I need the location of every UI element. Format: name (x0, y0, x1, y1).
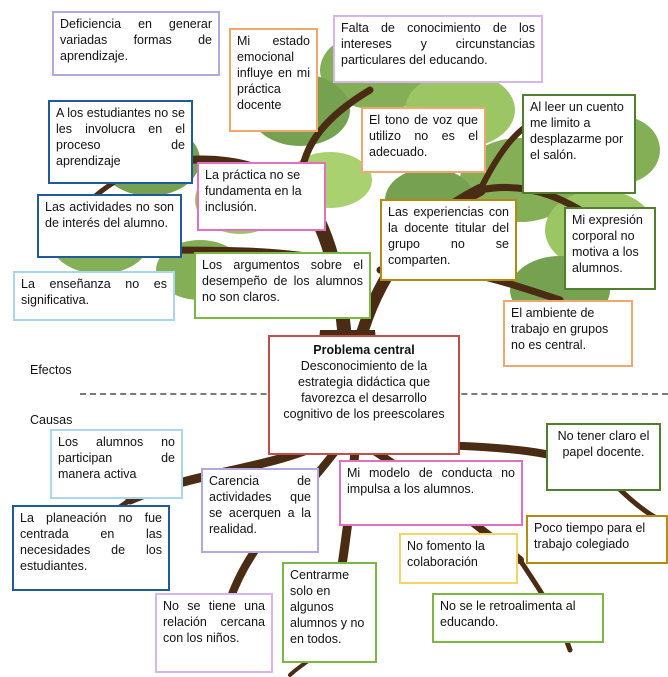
effect-box-emotional-state: Mi estado emocional influye en mi prácti… (229, 28, 318, 132)
effect-box-learning-forms: Deficiencia en generar variadas formas d… (52, 11, 220, 76)
effect-box-student-interests: Falta de conocimiento de los intereses y… (333, 15, 543, 83)
cause-box-active-participation: Los alumnos no participan de manera acti… (50, 429, 183, 499)
cause-box-collaboration: No fomento la colaboración (399, 533, 518, 584)
effect-box-student-involvement: A los estudiantes no se les involucra en… (48, 100, 193, 184)
effect-box-meaningful-teaching: La enseñanza no es significativa. (13, 271, 175, 321)
effect-box-performance-arguments: Los argumentos sobre el desempeño de los… (194, 252, 371, 319)
cause-box-close-relationship: No se tiene una relación cercana con los… (155, 593, 273, 673)
central-problem-text: Desconocimiento de la estrategia didácti… (283, 359, 445, 421)
cause-box-real-activities: Carencia de actividades que se acerquen … (201, 468, 319, 553)
effect-box-group-work: El ambiente de trabajo en grupos no es c… (503, 300, 633, 367)
effect-box-activities-interest: Las actividades no son de interés del al… (37, 194, 182, 258)
effect-box-story-reading: Al leer un cuento me limito a desplazarm… (522, 94, 636, 194)
cause-box-some-students: Centrarme solo en algunos alumnos y no e… (282, 562, 377, 663)
cause-box-planning: La planeación no fue centrada en las nec… (12, 505, 170, 591)
central-problem-title: Problema central (313, 343, 415, 357)
cause-box-feedback: No se le retroalimenta al educando. (432, 593, 604, 643)
effect-box-shared-experiences: Las experiencias con la docente titular … (380, 199, 517, 281)
effect-box-body-expression: Mi expresión corporal no motiva a los al… (564, 207, 656, 290)
causes-label: Causas (30, 413, 73, 427)
effect-box-inclusion: La práctica no se fundamenta en la inclu… (197, 162, 326, 231)
cause-box-teacher-role: No tener claro el papel docente. (546, 423, 661, 491)
cause-box-collegiate-work: Poco tiempo para el trabajo colegiado (526, 515, 668, 564)
cause-box-behavior-model: Mi modelo de conducta no impulsa a los a… (339, 460, 523, 526)
effect-box-voice-tone: El tono de voz que utilizo no es el adec… (361, 107, 486, 173)
central-problem-box: Problema central Desconocimiento de la e… (268, 335, 460, 455)
effects-label: Efectos (30, 363, 72, 377)
